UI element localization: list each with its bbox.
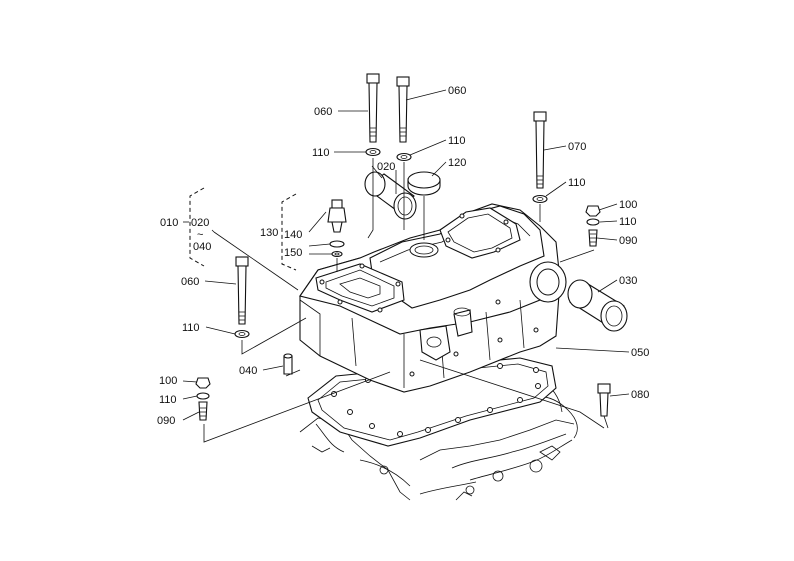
bolt-060-upper-right xyxy=(396,76,410,143)
washer-110-right xyxy=(532,194,548,204)
label-110: 110 xyxy=(619,216,637,228)
group-bracket-130 xyxy=(281,193,297,271)
label-110: 110 xyxy=(448,135,466,147)
plug-120 xyxy=(407,171,441,196)
explode-lines xyxy=(203,158,605,443)
stud-090-right xyxy=(585,205,601,247)
label-080: 080 xyxy=(631,389,649,401)
callout-labels: 060 060 110 110 070 120 020 110 010 020 … xyxy=(157,85,649,427)
label-100: 100 xyxy=(619,199,637,211)
sleeve-030 xyxy=(567,279,628,332)
label-060: 060 xyxy=(314,106,332,118)
label-020: 020 xyxy=(377,161,395,173)
pin-040 xyxy=(283,353,293,375)
label-120: 120 xyxy=(448,157,466,169)
label-110: 110 xyxy=(182,322,200,334)
sleeve-020 xyxy=(364,171,417,220)
washer-110-left xyxy=(234,329,250,339)
stud-090-left xyxy=(195,377,211,421)
label-040: 040 xyxy=(193,241,211,253)
label-110: 110 xyxy=(568,177,586,189)
label-100: 100 xyxy=(159,375,177,387)
bolt-060-upper-left xyxy=(366,73,380,143)
label-110: 110 xyxy=(159,394,177,406)
washer-110-upper-right xyxy=(396,152,412,162)
label-020: 020 xyxy=(191,217,209,229)
bolt-080 xyxy=(597,383,611,429)
group-bracket-010 xyxy=(189,187,205,267)
label-030: 030 xyxy=(619,275,637,287)
engine-block-background xyxy=(299,379,578,501)
washer-110-upper-left xyxy=(365,147,381,157)
label-090: 090 xyxy=(619,235,637,247)
label-060: 060 xyxy=(448,85,466,97)
bolt-070 xyxy=(533,111,547,189)
label-050: 050 xyxy=(631,347,649,359)
label-110: 110 xyxy=(312,147,330,159)
label-070: 070 xyxy=(568,141,586,153)
label-090: 090 xyxy=(157,415,175,427)
main-housing xyxy=(299,203,567,393)
leader-lines xyxy=(182,89,630,421)
label-130: 130 xyxy=(260,227,278,239)
label-tilde: ~ xyxy=(197,229,203,241)
label-010: 010 xyxy=(160,217,178,229)
label-150: 150 xyxy=(284,247,302,259)
bolt-060-left xyxy=(235,256,249,325)
label-040: 040 xyxy=(239,365,257,377)
label-140: 140 xyxy=(284,229,302,241)
label-060: 060 xyxy=(181,276,199,288)
plug-130-assembly xyxy=(327,199,347,258)
